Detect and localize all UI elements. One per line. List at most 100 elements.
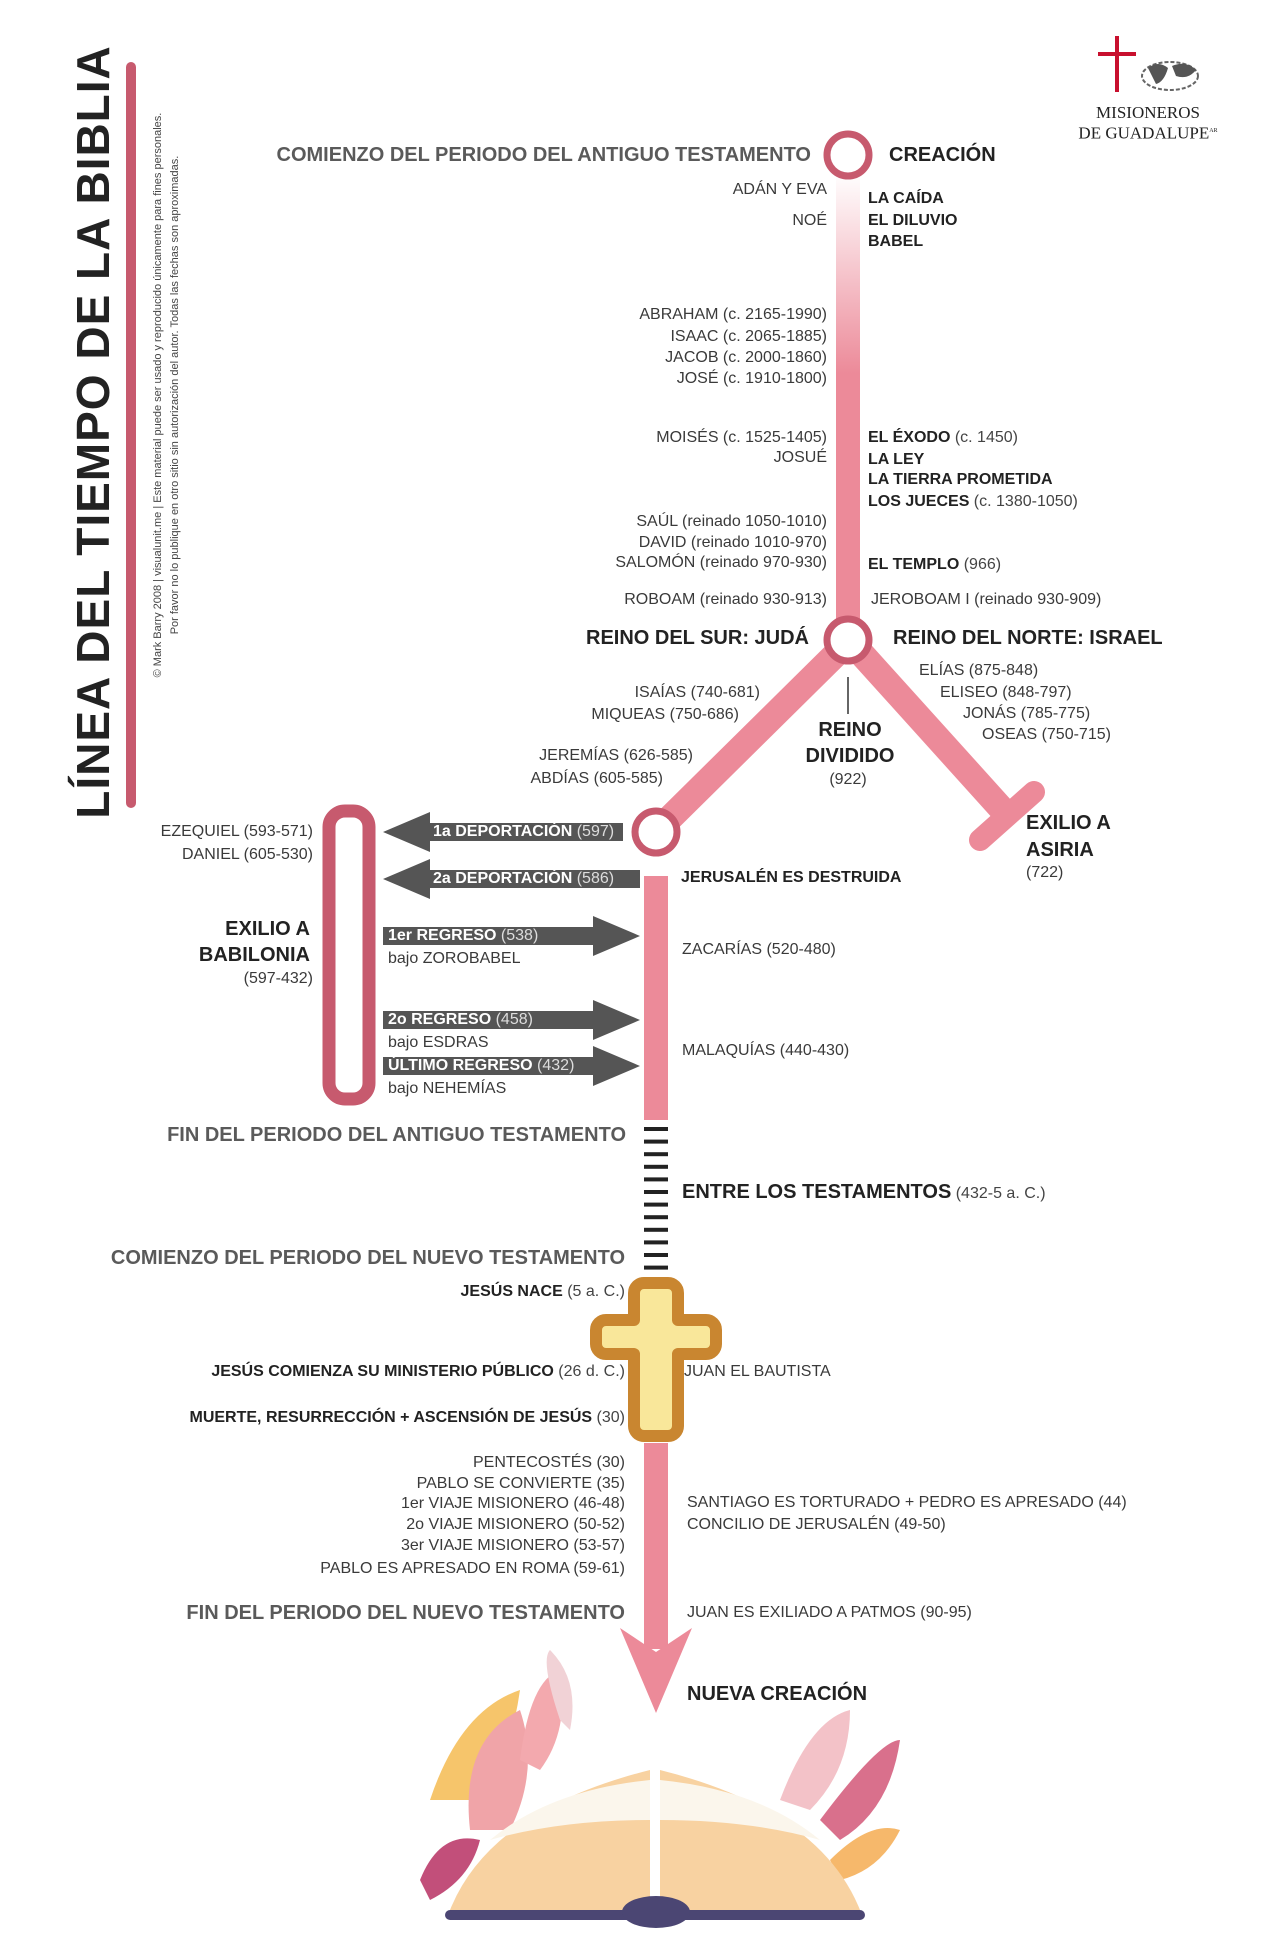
person-label: MOISÉS (c. 1525-1405) (656, 429, 827, 446)
event-label: SANTIAGO ES TORTURADO + PEDRO ES APRESAD… (687, 1494, 1127, 1511)
label-name: 1a DEPORTACIÓN (433, 823, 573, 840)
logo-line: MISIONEROS (1096, 103, 1200, 122)
event-date: (26 d. C.) (553, 1363, 625, 1380)
label-date: (597) (572, 823, 615, 840)
event-label: PABLO SE CONVIERTE (35) (416, 1475, 625, 1492)
logo-suffix: AR (1209, 128, 1218, 134)
event-name: JESÚS COMIENZA SU MINISTERIO PÚBLICO (211, 1363, 554, 1380)
event-label: EL DILUVIO (868, 212, 958, 229)
dash-mark (644, 1265, 668, 1270)
event-date: (c. 1450) (950, 429, 1018, 446)
event-label: PENTECOSTÉS (30) (472, 1454, 625, 1471)
event-label: ADÁN Y EVA (732, 181, 827, 198)
prophet-label: MALAQUÍAS (440-430) (682, 1042, 850, 1059)
deportation2-label: 2a DEPORTACIÓN (586) (430, 870, 618, 888)
event-label: NOÉ (792, 212, 827, 229)
person-label: ABRAHAM (c. 2165-1990) (639, 306, 827, 323)
king-label: DAVID (reinado 1010-970) (638, 534, 827, 551)
event-name: JESÚS NACE (460, 1283, 563, 1300)
person-label: ISAAC (c. 2065-1885) (670, 328, 827, 345)
babylon-exile-years: (597-432) (243, 970, 313, 987)
event-name: LOS JUECES (868, 493, 970, 510)
king-label: SALOMÓN (reinado 970-930) (615, 554, 827, 571)
assyria-end-cap (969, 781, 1045, 851)
deportation1-label: 1a DEPORTACIÓN (597) (430, 823, 618, 841)
page-title: LÍNEA DEL TIEMPO DE LA BIBLIA (67, 45, 119, 819)
label-name: ÚLTIMO REGRESO (388, 1057, 533, 1074)
person-label: JUAN EL BAUTISTA (684, 1363, 831, 1380)
copyright-line: Por favor no lo publique en otro sitio s… (169, 155, 181, 635)
return1-label: 1er REGRESO (538) (385, 927, 542, 945)
creation-label: CREACIÓN (889, 144, 996, 166)
intertestamental-dashes (644, 1127, 668, 1270)
dash-mark (644, 1215, 668, 1220)
dash-mark (644, 1152, 668, 1157)
event-label: LA LEY (868, 451, 925, 468)
jerusalem-destroyed-label: JERUSALÉN ES DESTRUIDA (681, 869, 902, 886)
event-label: BABEL (868, 233, 924, 250)
event-date: (966) (959, 556, 1002, 573)
north-kingdom-label: REINO DEL NORTE: ISRAEL (893, 627, 1163, 649)
ot-end-label: FIN DEL PERIODO DEL ANTIGUO TESTAMENTO (167, 1124, 626, 1146)
dash-mark (644, 1240, 668, 1245)
label-date: (458) (491, 1011, 533, 1028)
dash-mark (644, 1127, 668, 1131)
prophet-label: MIQUEAS (750-686) (591, 706, 739, 723)
prophet-label: ISAÍAS (740-681) (634, 684, 760, 701)
event-date: (5 a. C.) (562, 1283, 625, 1300)
new-creation-label: NUEVA CREACIÓN (687, 1683, 868, 1705)
prophet-label: ABDÍAS (605-585) (530, 770, 663, 787)
dash-mark (644, 1253, 668, 1257)
return3-leader: bajo NEHEMÍAS (388, 1080, 507, 1097)
prophet-label: ZACARÍAS (520-480) (682, 941, 836, 958)
south-kingdom-label: REINO DEL SUR: JUDÁ (586, 627, 809, 649)
title-accent-bar (126, 62, 136, 808)
babylon-exile-box (322, 804, 376, 1106)
logo: MISIONEROS DE GUADALUPEAR (1068, 104, 1228, 143)
dash-mark (644, 1164, 668, 1169)
dash-mark (644, 1227, 668, 1232)
divided-kingdom-label: DIVIDIDO (805, 745, 895, 767)
prophet-label: JONÁS (785-775) (963, 705, 1091, 722)
logo-line-2: DE GUADALUPE (1078, 123, 1210, 143)
event-name: MUERTE, RESURRECCIÓN + ASCENSIÓN DE JESÚ… (189, 1409, 593, 1426)
label-name: ENTRE LOS TESTAMENTOS (682, 1181, 952, 1203)
assyria-exile-label: EXILIO A (1026, 812, 1111, 834)
intertestamental-label: ENTRE LOS TESTAMENTOS (432-5 a. C.) (682, 1182, 1046, 1202)
event-label: LA CAÍDA (868, 190, 944, 207)
prophet-label: EZEQUIEL (593-571) (160, 823, 313, 840)
return1-leader: bajo ZOROBABEL (388, 950, 521, 967)
event-date: (c. 1380-1050) (969, 493, 1078, 510)
event-name: EL TEMPLO (868, 556, 960, 573)
label-date: (538) (496, 927, 539, 944)
event-label: JUAN ES EXILIADO A PATMOS (90-95) (687, 1604, 972, 1621)
event-label: JESÚS NACE (5 a. C.) (461, 1284, 625, 1300)
event-label: PABLO ES APRESADO EN ROMA (59-61) (320, 1560, 625, 1577)
person-label: JACOB (c. 2000-1860) (665, 349, 827, 366)
new-testament-bar (644, 1443, 668, 1649)
event-date: (30) (592, 1409, 625, 1426)
event-label: LOS JUECES (c. 1380-1050) (868, 494, 1078, 510)
label-date: (432-5 a. C.) (951, 1185, 1046, 1202)
person-label: JOSUÉ (773, 449, 827, 466)
babylon-exile-label: EXILIO A (225, 918, 310, 940)
event-label: EL ÉXODO (c. 1450) (868, 430, 1018, 446)
event-label: CONCILIO DE JERUSALÉN (49-50) (687, 1516, 946, 1533)
israel-branch (850, 643, 1018, 825)
babylon-exile-label: BABILONIA (198, 944, 310, 966)
prophet-label: DANIEL (605-530) (181, 846, 313, 863)
label-date: (586) (572, 870, 615, 887)
event-label: 1er VIAJE MISIONERO (46-48) (400, 1495, 625, 1512)
event-label: 2o VIAJE MISIONERO (50-52) (406, 1516, 625, 1533)
deportation-circle (631, 807, 681, 857)
open-book-illustration (420, 1650, 900, 1928)
event-label: LA TIERRA PROMETIDA (868, 471, 1053, 488)
dash-mark (644, 1202, 668, 1207)
copyright-line: © Mark Barry 2008 | visualunit.me | Este… (152, 112, 164, 678)
return3-label: ÚLTIMO REGRESO (432) (385, 1057, 578, 1075)
person-label: JOSÉ (c. 1910-1800) (676, 370, 827, 387)
king-label: JEROBOAM I (reinado 930-909) (871, 591, 1102, 608)
cross-icon (590, 1277, 722, 1442)
